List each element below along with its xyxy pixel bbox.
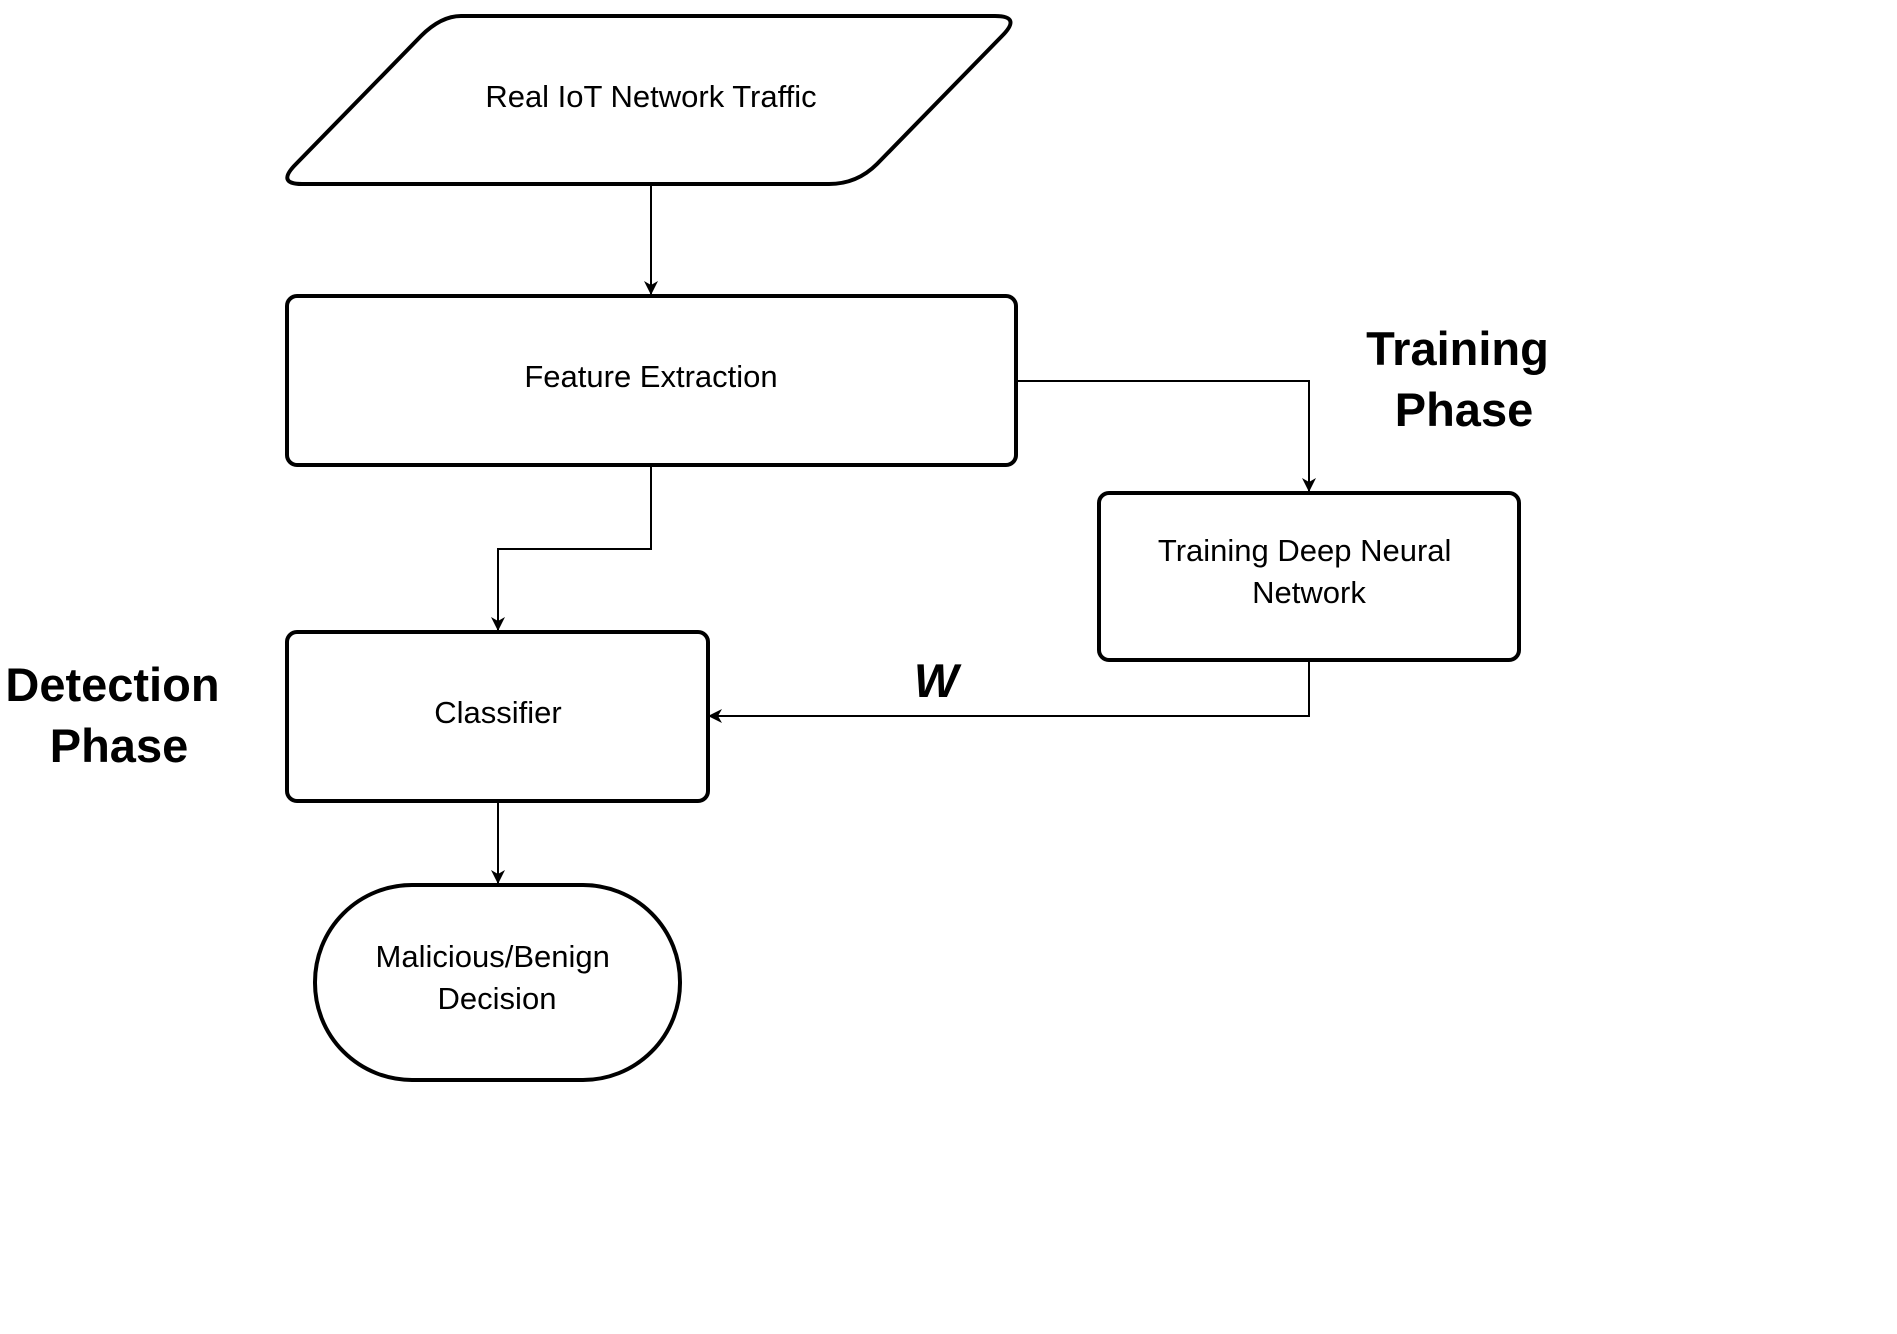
node-label: Feature Extraction bbox=[524, 359, 777, 394]
edge-features-to-training bbox=[1016, 380, 1316, 492]
node-real-iot-network-traffic: Real IoT Network Traffic bbox=[285, 14, 1013, 186]
node-label-line-1: Malicious/Benign bbox=[376, 939, 610, 974]
node-classifier: Classifier bbox=[285, 630, 710, 803]
edge-label-w: W bbox=[914, 654, 962, 707]
node-feature-extraction: Feature Extraction bbox=[285, 294, 1018, 467]
phase-label-line-2: Phase bbox=[50, 719, 188, 772]
node-malicious-benign-decision: Malicious/Benign Decision bbox=[313, 883, 682, 1082]
flowchart-canvas: Real IoT Network Traffic Feature Extract… bbox=[5, 14, 1562, 1082]
rectangle-shape bbox=[285, 630, 710, 803]
phase-label-line-1: Training bbox=[1366, 322, 1549, 375]
node-label-line-2: Decision bbox=[438, 981, 557, 1016]
phase-label-line-2: Phase bbox=[1395, 383, 1533, 436]
training-phase-label: Training Phase bbox=[1366, 322, 1562, 436]
node-label: Real IoT Network Traffic bbox=[485, 79, 816, 114]
node-label-line-2: Network bbox=[1252, 575, 1366, 610]
rectangle-shape bbox=[285, 294, 1018, 467]
edges-group bbox=[491, 184, 1316, 884]
stadium-shape bbox=[313, 883, 682, 1082]
edge-training-to-classifier bbox=[708, 660, 1310, 723]
rectangle-shape bbox=[1097, 491, 1521, 662]
node-training-deep-neural-network: Training Deep Neural Network bbox=[1097, 491, 1521, 662]
edge-features-to-classifier bbox=[491, 465, 652, 631]
node-label: Training Deep Neural Network bbox=[1158, 533, 1460, 610]
node-label: Malicious/Benign Decision bbox=[376, 939, 619, 1016]
detection-phase-label: Detection Phase bbox=[5, 658, 232, 772]
node-label: Classifier bbox=[434, 695, 561, 730]
parallelogram-shape bbox=[285, 14, 1013, 186]
node-label-line-1: Training Deep Neural bbox=[1158, 533, 1452, 568]
phase-label-line-1: Detection bbox=[5, 658, 219, 711]
